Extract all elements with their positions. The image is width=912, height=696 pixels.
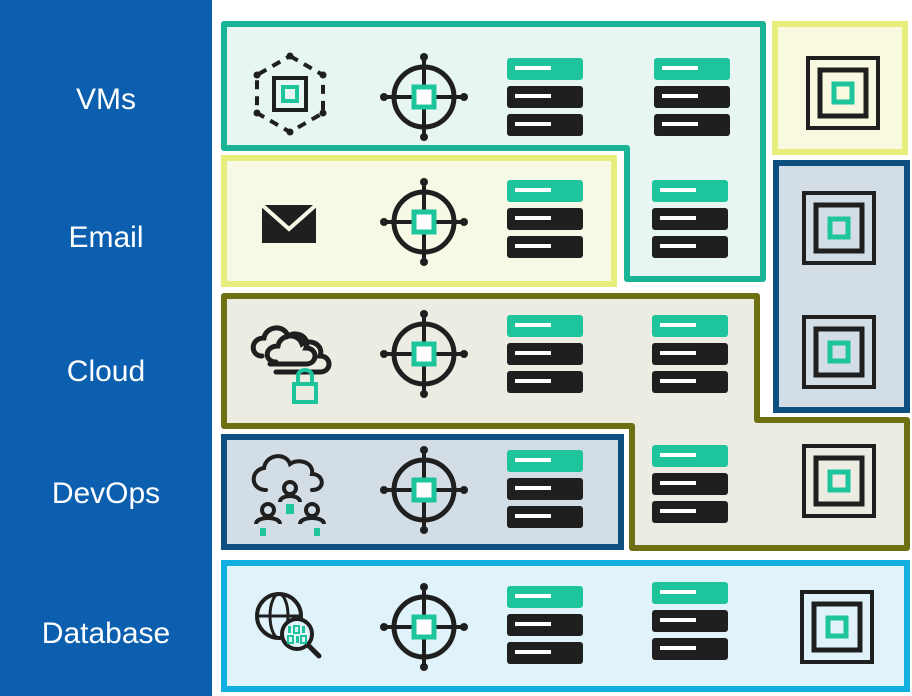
server-stack-icon — [507, 450, 583, 528]
server-stack-icon — [507, 180, 583, 258]
envelope-icon — [260, 203, 318, 243]
server-stack-icon — [652, 445, 728, 523]
row-label-devops: DevOps — [51, 477, 161, 510]
server-stack-icon — [652, 315, 728, 393]
server-stack-icon — [507, 58, 583, 136]
server-stack-icon — [507, 315, 583, 393]
group-vms-storage-box — [772, 21, 908, 155]
team-cloud-icon — [251, 454, 326, 536]
row-label-vms: VMs — [76, 83, 136, 116]
row-label-email: Email — [68, 221, 144, 254]
server-stack-icon — [652, 180, 728, 258]
group-vms-outline — [221, 21, 766, 282]
globe-binary-search-icon — [255, 592, 322, 659]
row-label-cloud: Cloud — [66, 355, 146, 388]
server-stack-icon — [654, 58, 730, 136]
row-label-database: Database — [41, 617, 171, 650]
server-stack-icon — [652, 582, 728, 660]
server-stack-icon — [507, 586, 583, 664]
vm-cluster-icon — [253, 52, 327, 136]
cloud-lock-icon — [250, 325, 332, 404]
